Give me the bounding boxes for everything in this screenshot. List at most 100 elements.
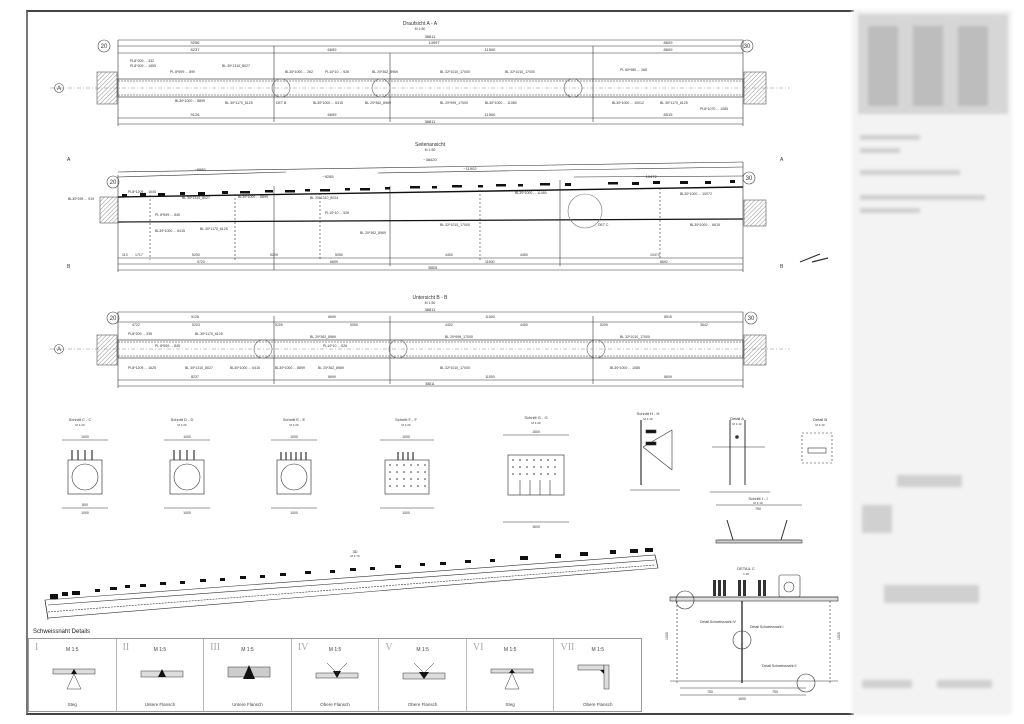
weld-detail-number: V [385,642,393,653]
weld-detail-cell: IV M 1:5 Obere Flansch [292,639,380,711]
svg-text:5203: 5203 [192,323,200,327]
section-title-h: Schnitt H - H [637,411,660,416]
svg-text:BL 30*1310_8027: BL 30*1310_8027 [182,196,210,200]
svg-text:8237: 8237 [191,47,201,52]
svg-text:8237: 8237 [191,375,199,379]
view-title-untersicht: Untersicht B - B [412,295,448,301]
svg-text:PL8*1209 ... 1645: PL8*1209 ... 1645 [128,190,156,194]
svg-text:BL 30*1170_6125: BL 30*1170_6125 [200,227,228,231]
weld-details-title: Schweissnaht Details [33,629,91,635]
svg-text:11500: 11500 [485,47,497,52]
svg-text:38811: 38811 [425,34,437,39]
section-title-i: Schnitt I - I [748,496,767,501]
svg-text:30: 30 [746,176,753,182]
svg-text:BL 30*1170_6125: BL 30*1170_6125 [225,101,253,105]
svg-text:38811: 38811 [425,119,437,124]
svg-text:9126: 9126 [191,112,201,117]
section-e [271,439,317,509]
svg-text:BL 32*1010_17000: BL 32*1010_17000 [620,335,650,339]
svg-text:11500: 11500 [485,375,495,379]
svg-text:1000: 1000 [402,435,410,439]
svg-text:BL 20*362_8969: BL 20*362_8969 [310,335,336,339]
weld-detail-caption: Steg [67,702,77,707]
weld-detail-cell: V M 1:5 Obere Flansch [379,639,467,711]
svg-text:8692: 8692 [660,260,668,264]
svg-text:PL 60*980 ... 268: PL 60*980 ... 268 [620,68,647,72]
svg-text:BL 32*1010_17000: BL 32*1010_17000 [440,366,470,370]
svg-text:PL8*1209 ... 1625: PL8*1209 ... 1625 [128,366,156,370]
svg-text:M 1:20: M 1:20 [177,423,187,427]
svg-text:6699: 6699 [328,47,338,52]
weld-detail-scale: M 1:5 [66,647,79,653]
detail-a [710,420,770,493]
svg-text:M 1:20: M 1:20 [531,421,541,425]
svg-text:4722: 4722 [132,323,140,327]
svg-text:6699: 6699 [328,315,336,319]
weld-detail-cell: III M 1:5 Untere Flansch [204,639,292,711]
svg-text:800: 800 [82,503,88,507]
svg-text:~8885: ~8885 [194,167,206,172]
svg-text:BL 30*1170_6125: BL 30*1170_6125 [660,101,688,105]
svg-text:9720: 9720 [197,260,205,264]
svg-text:BL 20*362_8969: BL 20*362_8969 [365,101,391,105]
svg-text:8609: 8609 [664,375,672,379]
section-f [380,439,434,509]
svg-text:6699: 6699 [328,112,338,117]
svg-text:PL8*209 ... 332: PL8*209 ... 332 [130,59,154,63]
weld-symbol-icon [52,668,96,690]
svg-text:Detail Schweissnaht I: Detail Schweissnaht I [750,625,783,629]
svg-text:M 1:50: M 1:50 [425,301,436,305]
svg-text:PL10*10 ... 526: PL10*10 ... 526 [325,211,349,215]
svg-text:5050: 5050 [335,253,343,257]
svg-text:B: B [780,264,784,270]
axis-label-30: 30 [744,44,751,50]
svg-text:M 1:20: M 1:20 [401,423,411,427]
svg-text:1000: 1000 [183,511,191,515]
weld-detail-cell: VI M 1:5 Steg [467,639,555,711]
svg-text:M 1:10: M 1:10 [753,501,763,505]
svg-text:4402: 4402 [445,323,453,327]
svg-text:6699: 6699 [330,260,338,264]
svg-text:113: 113 [122,253,128,257]
svg-text:PL8*1070 ... 1085: PL8*1070 ... 1085 [700,107,728,111]
svg-text:BL30*1000 ... 10072: BL30*1000 ... 10072 [680,192,712,196]
svg-text:BL 20*999_17000: BL 20*999_17000 [440,101,468,105]
svg-text:BL 32*1010_17000: BL 32*1010_17000 [505,70,535,74]
svg-text:M 1:10: M 1:10 [815,423,825,427]
svg-text:BL30*1000 ... 8899: BL30*1000 ... 8899 [175,99,205,103]
weld-details-panel: I M 1:5 Steg II M 1:5 Untere Flansch III… [28,638,642,712]
svg-text:BL 32*1010_17000: BL 32*1010_17000 [440,223,470,227]
axis-label-20: 20 [101,44,108,50]
view-draufsicht [50,39,790,126]
svg-text:~38420: ~38420 [423,157,437,162]
weld-detail-cell: VII M 1:5 Obere Flansch [554,639,641,711]
svg-text:1000: 1000 [665,632,669,640]
svg-text:A: A [57,347,61,353]
svg-text:20: 20 [110,316,117,322]
section-title-e: Schnitt E - E [283,417,306,422]
svg-text:PL8*209 ... 1655: PL8*209 ... 1655 [130,64,156,68]
svg-text:1:15: 1:15 [743,572,749,576]
svg-text:BL30*1000 ... 1085: BL30*1000 ... 1085 [610,366,640,370]
weld-detail-number: VII [560,642,575,653]
weld-symbol-icon [403,662,446,680]
svg-text:11500: 11500 [485,112,497,117]
svg-text:5050: 5050 [350,323,358,327]
view-untersicht [50,311,790,388]
weld-detail-number: III [210,642,221,653]
detail-title-a: Detail A [730,416,744,421]
weld-detail-number: IV [297,642,309,653]
weld-detail-cell: II M 1:5 Untere Flansch [117,639,205,711]
svg-text:3642: 3642 [700,323,708,327]
weld-symbol-icon [578,664,610,690]
svg-text:1500: 1500 [532,525,540,529]
svg-text:8609: 8609 [664,47,674,52]
svg-text:PL10*10 ... 526: PL10*10 ... 526 [325,70,349,74]
svg-text:BL 20*362_8969: BL 20*362_8969 [318,366,344,370]
svg-text:38811: 38811 [425,307,437,312]
svg-text:~9285: ~9285 [322,174,334,179]
weld-detail-cell: I M 1:5 Steg [29,639,117,711]
svg-text:1000: 1000 [81,435,89,439]
svg-text:8515: 8515 [664,112,674,117]
